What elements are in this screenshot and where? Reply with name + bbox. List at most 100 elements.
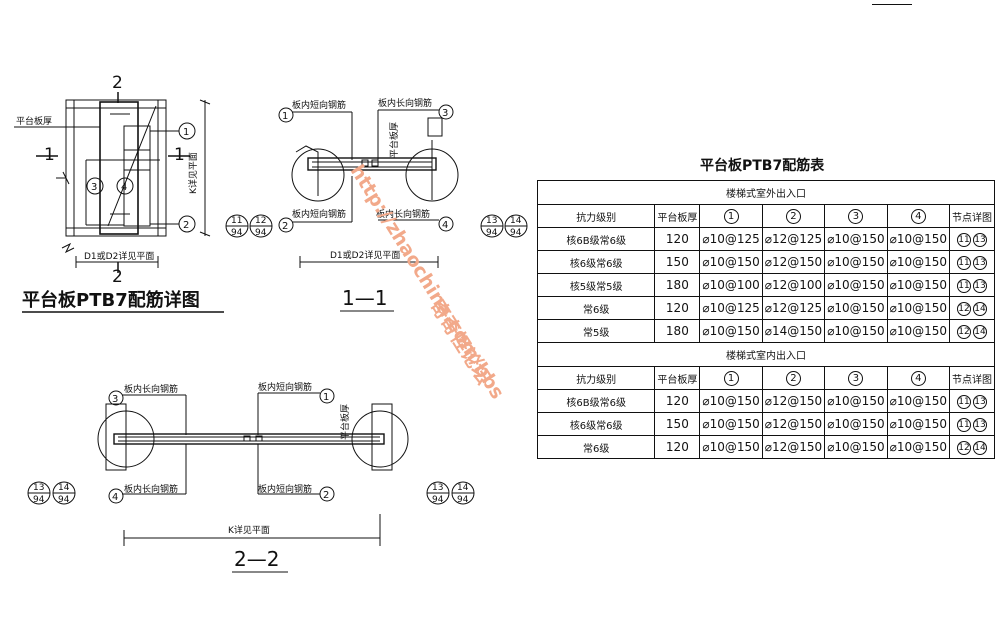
cell-thickness: 120 [654, 389, 701, 413]
col-bar-2: 2 [761, 204, 826, 228]
bar-number-circle: 2 [785, 370, 801, 386]
cell-rebar: ⌀10@150 [699, 319, 763, 343]
detail-ref-circle: 14 [973, 441, 987, 455]
section-2-2-title: 2—2 [234, 547, 279, 571]
group-outdoor-caption: 楼梯式室外出入口 [537, 180, 995, 205]
col-thickness: 平台板厚 [654, 366, 701, 390]
cell-rebar: ⌀10@150 [886, 389, 951, 413]
long-bar-label-top: 板内长向钢筋 [378, 97, 432, 109]
cell-grade: 核6级常6级 [536, 412, 656, 436]
cell-thickness: 120 [654, 227, 701, 251]
detail-ref-circle: 11 [957, 233, 971, 247]
short-bar-label-bottom: 板内短向钢筋 [292, 208, 346, 220]
bar-mark-1: 1 [183, 127, 189, 138]
col-bar-2: 2 [761, 366, 826, 390]
col-bar-4: 4 [886, 366, 951, 390]
bar-mark-3: 3 [91, 182, 97, 193]
cell-rebar: ⌀10@150 [699, 435, 763, 459]
cell-rebar: ⌀12@100 [761, 273, 826, 297]
cell-rebar: ⌀12@125 [761, 296, 826, 320]
detail-ref-circle: 14 [973, 302, 987, 316]
plan-view: 2 2 1 1 平台板厚 3 [14, 73, 224, 313]
mark-1-sec1: 1 [282, 111, 288, 122]
cell-grade: 常5级 [536, 319, 656, 343]
cell-grade: 核6级常6级 [536, 250, 656, 274]
k-plan-label-sec2: K详见平面 [228, 524, 270, 536]
table-group-row: 楼梯式室内出入口 [537, 342, 995, 367]
col-bar-1: 1 [699, 204, 763, 228]
cell-thickness: 150 [654, 250, 701, 274]
col-bar-1: 1 [699, 366, 763, 390]
cell-rebar: ⌀10@150 [886, 435, 951, 459]
ref-14: 14 [510, 216, 522, 226]
long-bar-label-bottom: 板内长向钢筋 [376, 208, 430, 220]
detail-ref-circle: 13 [973, 418, 987, 432]
detail-ref-circle: 13 [973, 256, 987, 270]
bar-number-circle: 2 [785, 208, 801, 224]
cell-rebar: ⌀10@150 [824, 389, 888, 413]
cell-rebar: ⌀10@125 [699, 296, 763, 320]
detail-ref-circle: 12 [957, 441, 971, 455]
ref-11-sheet: 94 [231, 228, 243, 238]
detail-ref-circle: 12 [957, 325, 971, 339]
cell-rebar: ⌀10@150 [824, 435, 888, 459]
detail-ref-circle: 14 [973, 325, 987, 339]
cell-rebar: ⌀10@150 [824, 319, 888, 343]
bar-number-circle: 4 [910, 370, 926, 386]
d1-d2-label-sec1: D1或D2详见平面 [330, 249, 400, 261]
mark-3-sec2: 3 [112, 394, 118, 405]
platform-thickness-label: 平台板厚 [16, 115, 52, 127]
ref-13-sheet: 94 [486, 228, 498, 238]
ref-14-left-sheet: 94 [58, 495, 70, 505]
ref-13-left-sheet: 94 [33, 495, 45, 505]
cell-rebar: ⌀10@100 [699, 273, 763, 297]
bar-mark-4: 4 [121, 182, 127, 193]
detail-ref-circle: 13 [973, 233, 987, 247]
detail-ref-circle: 11 [957, 395, 971, 409]
cell-rebar: ⌀10@150 [886, 273, 951, 297]
ref-13-right-sheet: 94 [432, 495, 444, 505]
cell-grade: 核6B级常6级 [536, 389, 656, 413]
detail-ref-circle: 11 [957, 418, 971, 432]
cell-rebar: ⌀10@150 [886, 319, 951, 343]
cell-thickness: 120 [654, 435, 701, 459]
mark-2-sec2: 2 [323, 490, 329, 501]
ref-13-left: 13 [33, 483, 44, 493]
cell-rebar: ⌀10@150 [886, 412, 951, 436]
cell-thickness: 150 [654, 412, 701, 436]
cell-rebar: ⌀10@125 [699, 227, 763, 251]
ref-12: 12 [255, 216, 266, 226]
bar-number-circle: 1 [723, 208, 739, 224]
col-bar-4: 4 [886, 204, 951, 228]
col-detail: 节点详图 [949, 366, 995, 390]
cell-rebar: ⌀10@150 [824, 412, 888, 436]
short-bar-label-2-top: 板内短向钢筋 [258, 381, 312, 393]
detail-title: 平台板PTB7配筋详图 [22, 289, 200, 311]
section-1-1: 板内短向钢筋 1 板内长向钢筋 3 平台板厚 板内短向钢筋 2 板内长向钢筋 4 [225, 97, 528, 312]
detail-ref-circle: 11 [957, 279, 971, 293]
cell-grade: 核5级常5级 [536, 273, 656, 297]
cell-grade: 常6级 [536, 435, 656, 459]
bar-number-circle: 3 [848, 370, 864, 386]
table-title: 平台板PTB7配筋表 [700, 158, 825, 174]
watermark-forum: 奇奇怪论坛 [426, 295, 496, 388]
detail-ref-circle: 12 [957, 302, 971, 316]
ref-11: 11 [231, 216, 242, 226]
cell-rebar: ⌀10@150 [824, 250, 888, 274]
watermark: http://zhaochina.com/bbs 奇奇怪论坛 [346, 161, 509, 403]
bar-number-circle: 3 [848, 208, 864, 224]
